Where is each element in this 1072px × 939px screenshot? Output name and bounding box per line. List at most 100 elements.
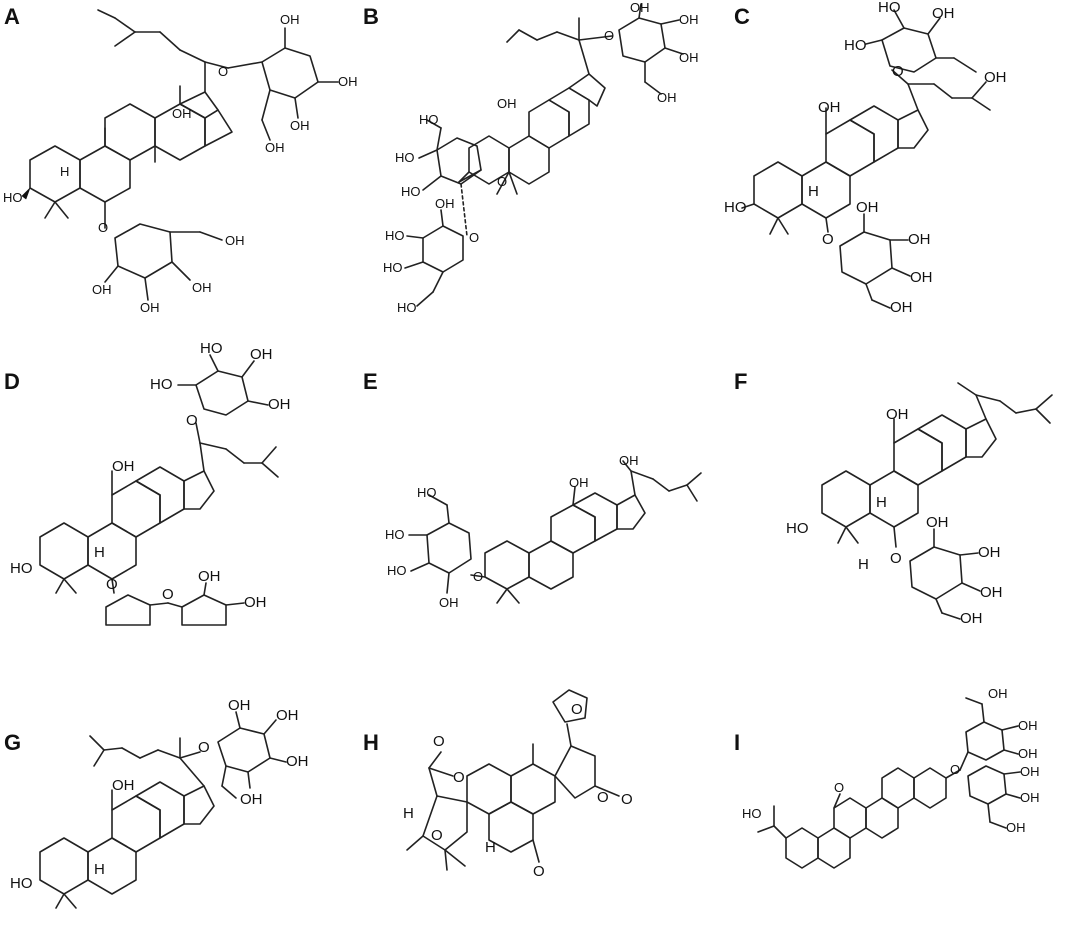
atom-label: OH	[926, 514, 949, 531]
atom-label: HO	[150, 376, 173, 393]
atom-label: O	[453, 769, 465, 786]
atom-label: OH	[172, 106, 192, 121]
atom-label: O	[892, 63, 904, 80]
atom-label: HO	[10, 560, 33, 577]
atom-label: HO	[844, 37, 867, 54]
atom-label: OH	[112, 458, 135, 475]
atom-label: OH	[240, 791, 263, 808]
panel-label-d: D	[4, 369, 20, 394]
panel-b: B	[357, 0, 714, 315]
atom-label: HO	[3, 190, 23, 205]
atom-label: OH	[679, 12, 699, 27]
atom-label: OH	[1018, 746, 1038, 761]
molecule-f: OH HO O OH OH OH OH H H	[786, 382, 1053, 627]
atom-label: O	[162, 586, 174, 603]
atom-label: HO	[419, 112, 439, 127]
atom-label: OH	[932, 5, 955, 22]
atom-label: HO	[417, 485, 437, 500]
atom-label: OH	[908, 231, 931, 248]
atom-label: OH	[140, 300, 160, 315]
panel-label-e: E	[363, 369, 378, 394]
atom-label: OH	[980, 584, 1003, 601]
panel-label-f: F	[734, 369, 748, 394]
atom-label: HO	[724, 199, 747, 216]
atom-label: OH	[988, 686, 1008, 701]
atom-label: OH	[497, 96, 517, 111]
atom-label: O	[186, 412, 198, 429]
panel-label-h: H	[363, 730, 379, 755]
atom-label: OH	[619, 453, 639, 468]
atom-label: O	[497, 174, 507, 189]
atom-label: OH	[192, 280, 212, 295]
atom-label: HO	[401, 184, 421, 199]
molecule-h: O O O O O O O H H	[403, 689, 633, 880]
atom-label: OH	[244, 594, 267, 611]
atom-label: OH	[250, 346, 273, 363]
atom-label: OH	[657, 90, 677, 105]
atom-label: H	[94, 861, 105, 878]
molecule-a: HO O OH OH OH OH OH O OH OH OH OH H	[3, 9, 358, 315]
atom-label: H	[808, 183, 819, 200]
atom-label: OH	[886, 406, 909, 423]
atom-label: OH	[435, 196, 455, 211]
atom-label: OH	[286, 753, 309, 770]
atom-label: OH	[1006, 820, 1026, 835]
atom-label: O	[822, 231, 834, 248]
atom-label: OH	[338, 74, 358, 89]
atom-label: H	[858, 556, 869, 573]
panel-f: F OH HO O OH OH	[714, 313, 1072, 627]
panel-g: G OH HO O	[0, 626, 357, 939]
atom-label: H	[94, 544, 105, 561]
atom-label: OH	[198, 568, 221, 585]
atom-label: OH	[228, 697, 251, 714]
panel-e: E OH OH O HO HO	[357, 313, 714, 626]
atom-label: H	[485, 839, 496, 856]
atom-label: O	[834, 780, 844, 795]
atom-label: HO	[383, 260, 403, 275]
panel-d: D OH	[0, 313, 357, 626]
atom-label: O	[431, 827, 443, 844]
atom-label: OH	[890, 299, 913, 316]
panel-h: H O O O O O O O H H	[357, 626, 714, 939]
atom-label: HO	[786, 520, 809, 537]
atom-label: O	[571, 701, 583, 718]
atom-label: HO	[385, 527, 405, 542]
atom-label: HO	[742, 806, 762, 821]
atom-label: OH	[1018, 718, 1038, 733]
atom-label: OH	[984, 69, 1007, 86]
panel-label-c: C	[734, 4, 750, 29]
atom-label: HO	[878, 0, 901, 16]
atom-label: HO	[397, 300, 417, 315]
atom-label: OH	[225, 233, 245, 248]
atom-label: OH	[268, 396, 291, 413]
atom-label: HO	[385, 228, 405, 243]
atom-label: OH	[280, 12, 300, 27]
atom-label: HO	[395, 150, 415, 165]
atom-label: O	[469, 230, 479, 245]
molecule-g: OH HO O OH OH OH OH H	[10, 697, 309, 909]
atom-label: HO	[387, 563, 407, 578]
atom-label: OH	[679, 50, 699, 65]
atom-label: OH	[630, 0, 650, 15]
panel-label-a: A	[4, 4, 20, 29]
atom-label: HO	[200, 340, 223, 357]
atom-label: HO	[10, 875, 33, 892]
atom-label: OH	[569, 475, 589, 490]
panel-c: C	[714, 0, 1072, 316]
atom-label: OH	[290, 118, 310, 133]
atom-label: H	[403, 805, 414, 822]
atom-label: O	[890, 550, 902, 567]
atom-label: O	[433, 733, 445, 750]
atom-label: O	[950, 762, 960, 777]
molecule-e: OH OH O HO HO HO OH	[385, 453, 702, 610]
panel-i: I HO O O OH	[714, 626, 1072, 939]
panel-label-b: B	[363, 4, 379, 29]
atom-label: O	[198, 739, 210, 756]
atom-label: O	[597, 789, 609, 806]
molecule-i: HO O O OH OH OH OH OH OH	[742, 686, 1040, 869]
atom-label: O	[604, 28, 614, 43]
atom-label: O	[218, 64, 228, 79]
atom-label: OH	[1020, 764, 1040, 779]
atom-label: OH	[856, 199, 879, 216]
atom-label: H	[876, 494, 887, 511]
